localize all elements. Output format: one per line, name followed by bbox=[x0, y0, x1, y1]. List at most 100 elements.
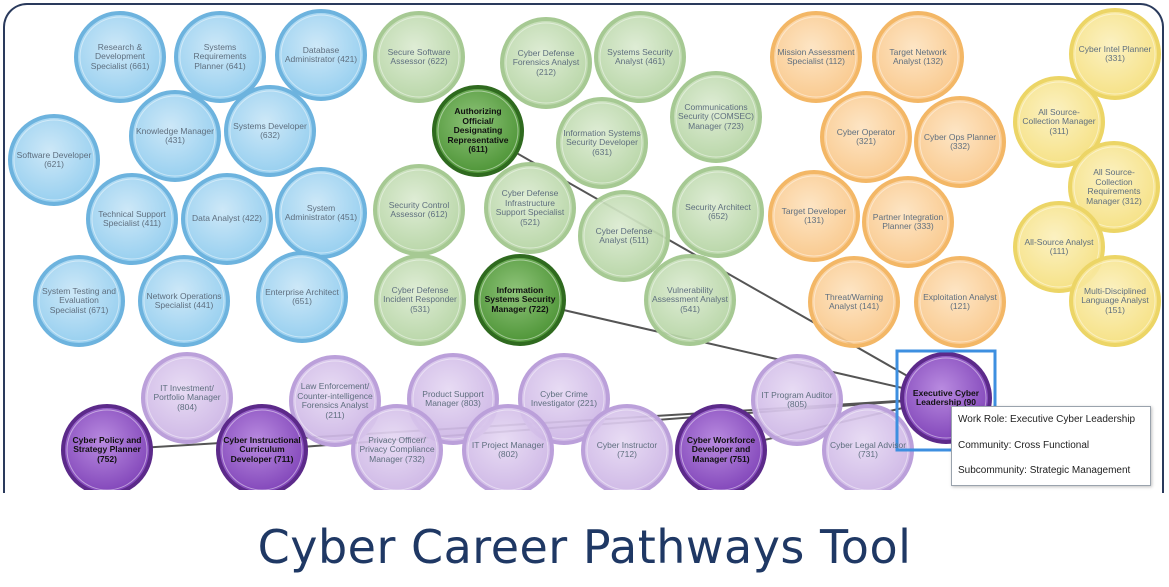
role-node-661[interactable] bbox=[74, 11, 166, 103]
role-node-ring-752 bbox=[66, 409, 148, 490]
role-node-332[interactable] bbox=[914, 96, 1006, 188]
role-node-ring-331 bbox=[1074, 13, 1156, 95]
role-node-752[interactable] bbox=[61, 404, 153, 490]
role-node-805[interactable] bbox=[751, 354, 843, 446]
role-node-ring-803 bbox=[412, 358, 494, 440]
role-node-ring-312 bbox=[1073, 146, 1155, 228]
role-node-ring-804 bbox=[146, 357, 228, 439]
role-node-ring-422 bbox=[186, 178, 268, 260]
role-node-711[interactable] bbox=[216, 404, 308, 490]
role-node-ring-622 bbox=[378, 16, 460, 98]
role-node-ring-132 bbox=[877, 16, 959, 98]
role-node-333[interactable] bbox=[862, 176, 954, 268]
role-node-ring-531 bbox=[379, 259, 461, 341]
role-node-671[interactable] bbox=[33, 255, 125, 347]
role-node-722[interactable] bbox=[474, 254, 566, 346]
role-node-461[interactable] bbox=[594, 11, 686, 103]
role-node-731[interactable] bbox=[822, 404, 914, 490]
role-node-ring-802 bbox=[467, 409, 549, 490]
role-node-ring-521 bbox=[489, 167, 571, 249]
role-node-541[interactable] bbox=[644, 254, 736, 346]
role-node-631[interactable] bbox=[556, 97, 648, 189]
role-node-802[interactable] bbox=[462, 404, 554, 490]
role-node-ring-651 bbox=[261, 256, 343, 338]
role-nodes bbox=[8, 8, 1161, 490]
role-node-331[interactable] bbox=[1069, 8, 1161, 100]
role-node-ring-723 bbox=[675, 76, 757, 158]
role-node-211[interactable] bbox=[289, 355, 381, 447]
role-node-212[interactable] bbox=[500, 17, 592, 109]
role-node-ring-441 bbox=[143, 260, 225, 342]
role-node-ring-212 bbox=[505, 22, 587, 104]
role-node-ring-711 bbox=[221, 409, 303, 490]
role-node-311[interactable] bbox=[1013, 76, 1105, 168]
role-node-132[interactable] bbox=[872, 11, 964, 103]
role-node-ring-641 bbox=[179, 16, 261, 98]
role-node-ring-121 bbox=[919, 261, 1001, 343]
role-node-111[interactable] bbox=[1013, 201, 1105, 293]
role-node-ring-321 bbox=[825, 96, 907, 178]
role-node-151[interactable] bbox=[1069, 255, 1161, 347]
role-node-622[interactable] bbox=[373, 11, 465, 103]
role-node-422[interactable] bbox=[181, 173, 273, 265]
role-node-ring-671 bbox=[38, 260, 120, 342]
role-node-ring-652 bbox=[677, 171, 759, 253]
role-node-621[interactable] bbox=[8, 114, 100, 206]
role-node-632[interactable] bbox=[224, 85, 316, 177]
role-node-ring-421 bbox=[280, 14, 362, 96]
role-node-131[interactable] bbox=[768, 170, 860, 262]
role-node-ring-712 bbox=[586, 409, 668, 490]
role-node-ring-751 bbox=[680, 409, 762, 490]
role-node-804[interactable] bbox=[141, 352, 233, 444]
role-tooltip: Work Role: Executive Cyber Leadership Co… bbox=[951, 406, 1151, 486]
role-node-ring-732 bbox=[356, 409, 438, 490]
role-node-431[interactable] bbox=[129, 90, 221, 182]
tooltip-work-role: Work Role: Executive Cyber Leadership bbox=[958, 414, 1136, 425]
role-node-ring-211 bbox=[294, 360, 376, 442]
role-node-ring-332 bbox=[919, 101, 1001, 183]
role-node-ring-451 bbox=[280, 172, 362, 254]
role-node-723[interactable] bbox=[670, 71, 762, 163]
role-node-ring-722 bbox=[479, 259, 561, 341]
tooltip-community: Community: Cross Functional bbox=[958, 439, 1090, 451]
role-node-ring-221 bbox=[523, 358, 605, 440]
role-node-112[interactable] bbox=[770, 11, 862, 103]
role-node-ring-805 bbox=[756, 359, 838, 441]
role-node-441[interactable] bbox=[138, 255, 230, 347]
role-node-ring-632 bbox=[229, 90, 311, 172]
role-node-141[interactable] bbox=[808, 256, 900, 348]
role-node-121[interactable] bbox=[914, 256, 1006, 348]
career-pathway-diagram bbox=[8, 8, 1161, 490]
role-node-612[interactable] bbox=[373, 164, 465, 256]
role-node-ring-131 bbox=[773, 175, 855, 257]
role-node-421[interactable] bbox=[275, 9, 367, 101]
role-node-611[interactable] bbox=[432, 85, 524, 177]
pathway-connector-n901-n722 bbox=[519, 299, 947, 399]
role-node-751[interactable] bbox=[675, 404, 767, 490]
role-node-652[interactable] bbox=[672, 166, 764, 258]
role-node-ring-461 bbox=[599, 16, 681, 98]
role-node-ring-511 bbox=[583, 195, 665, 277]
role-node-ring-611 bbox=[437, 90, 519, 172]
role-node-641[interactable] bbox=[174, 11, 266, 103]
role-node-451[interactable] bbox=[275, 167, 367, 259]
role-node-521[interactable] bbox=[484, 162, 576, 254]
role-node-321[interactable] bbox=[820, 91, 912, 183]
role-node-732[interactable] bbox=[351, 404, 443, 490]
role-node-411[interactable] bbox=[86, 173, 178, 265]
role-node-ring-631 bbox=[561, 102, 643, 184]
role-node-511[interactable] bbox=[578, 190, 670, 282]
role-node-ring-411 bbox=[91, 178, 173, 260]
career-map-panel: Research & Development Specialist (661)S… bbox=[3, 3, 1164, 493]
role-node-ring-541 bbox=[649, 259, 731, 341]
role-node-651[interactable] bbox=[256, 251, 348, 343]
role-node-312[interactable] bbox=[1068, 141, 1160, 233]
role-node-ring-661 bbox=[79, 16, 161, 98]
role-node-ring-431 bbox=[134, 95, 216, 177]
role-node-712[interactable] bbox=[581, 404, 673, 490]
role-node-ring-151 bbox=[1074, 260, 1156, 342]
selected-role-highlight bbox=[895, 349, 997, 452]
role-node-531[interactable] bbox=[374, 254, 466, 346]
role-node-ring-333 bbox=[867, 181, 949, 263]
tooltip-subcommunity: Subcommunity: Strategic Management bbox=[958, 465, 1131, 476]
